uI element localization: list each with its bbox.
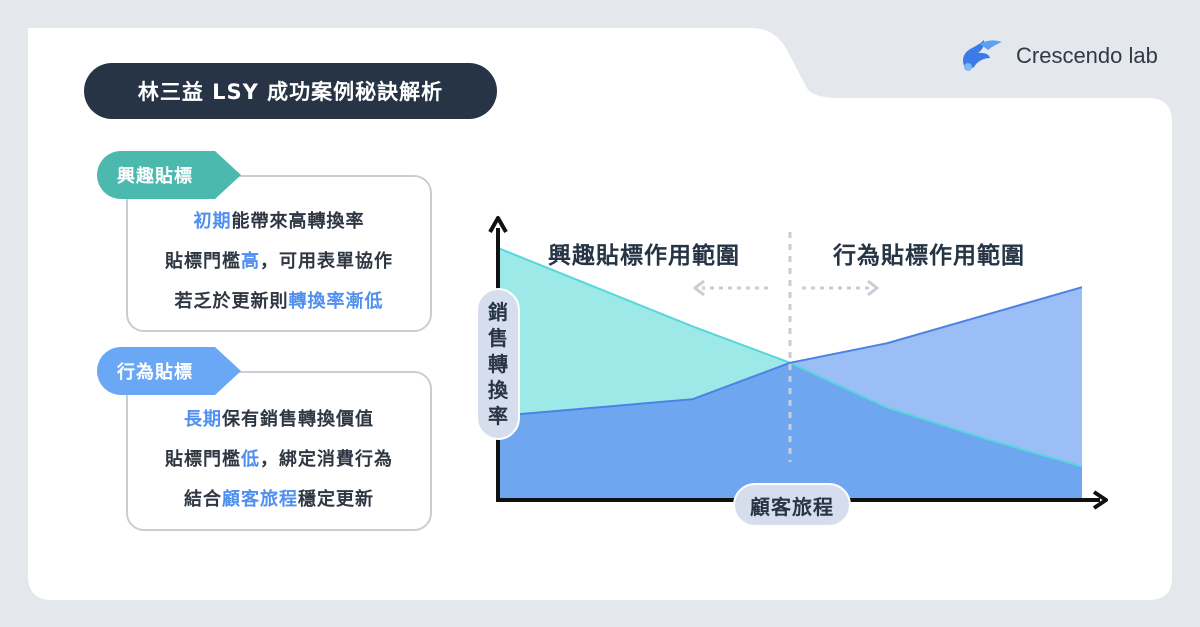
- body-text: 穩定更新: [298, 489, 374, 510]
- x-axis-label: 顧客旅程: [733, 483, 851, 527]
- right-arrow-head: [867, 279, 880, 297]
- brand-logo: Crescendo lab: [954, 36, 1158, 76]
- chart-area: [488, 216, 1108, 510]
- behavior-tag-card: 長期保有銷售轉換價值 貼標門檻低，綁定消費行為 結合顧客旅程穩定更新: [126, 371, 432, 531]
- body-text: ，可用表單協作: [260, 251, 393, 272]
- behavior-tag-arrow: [215, 347, 241, 395]
- behavior-tag-text: 行為貼標: [97, 347, 215, 395]
- y-axis-char: 率: [488, 404, 508, 428]
- body-text: 結合: [184, 489, 222, 510]
- body-text: 保有銷售轉換價值: [222, 409, 374, 430]
- interest-line-3: 若乏於更新則轉換率漸低: [128, 287, 430, 313]
- behavior-series-line: [497, 286, 1083, 417]
- body-text: 貼標門檻: [165, 449, 241, 470]
- body-text: 若乏於更新則: [174, 291, 289, 312]
- interest-tag-text: 興趣貼標: [97, 151, 215, 199]
- body-text: 貼標門檻: [165, 251, 241, 272]
- y-axis-char: 換: [488, 378, 508, 402]
- y-axis-label: 銷 售 轉 換 率: [476, 288, 520, 440]
- interest-range-label: 興趣貼標作用範圍: [548, 243, 740, 269]
- body-text: 能帶來高轉換率: [231, 211, 365, 232]
- behavior-line-1: 長期保有銷售轉換價值: [128, 405, 430, 431]
- x-axis-arrowhead: [1092, 490, 1108, 510]
- overlap-area: [498, 362, 1082, 500]
- interest-tag-card: 初期能帶來高轉換率 貼標門檻高，可用表單協作 若乏於更新則轉換率漸低: [126, 175, 432, 332]
- behavior-range-label: 行為貼標作用範圍: [833, 243, 1025, 269]
- crescendo-bird-logo-icon: [963, 40, 1002, 71]
- y-axis-char: 轉: [488, 352, 508, 376]
- highlight-text: 顧客旅程: [222, 489, 298, 510]
- interest-tag-label: 興趣貼標: [97, 151, 241, 199]
- highlight-text: 高: [241, 251, 260, 272]
- y-axis-char: 售: [488, 326, 508, 350]
- brand-name: Crescendo lab: [1016, 43, 1158, 68]
- behavior-line-3: 結合顧客旅程穩定更新: [128, 485, 430, 511]
- interest-line-1: 初期能帶來高轉換率: [128, 207, 430, 233]
- page-title: 林三益 LSY 成功案例秘訣解析: [84, 63, 497, 119]
- behavior-line-2: 貼標門檻低，綁定消費行為: [128, 445, 430, 471]
- interest-tag-arrow: [215, 151, 241, 199]
- highlight-text: 長期: [184, 409, 222, 430]
- behavior-tag-label: 行為貼標: [97, 347, 241, 395]
- left-arrow-head: [692, 279, 705, 297]
- y-axis-char: 銷: [488, 300, 508, 324]
- highlight-text: 低: [241, 449, 260, 470]
- highlight-text: 初期: [193, 211, 232, 232]
- y-axis-arrowhead: [488, 216, 508, 233]
- interest-line-2: 貼標門檻高，可用表單協作: [128, 247, 430, 273]
- body-text: ，綁定消費行為: [260, 449, 393, 470]
- highlight-text: 轉換率漸低: [288, 291, 384, 312]
